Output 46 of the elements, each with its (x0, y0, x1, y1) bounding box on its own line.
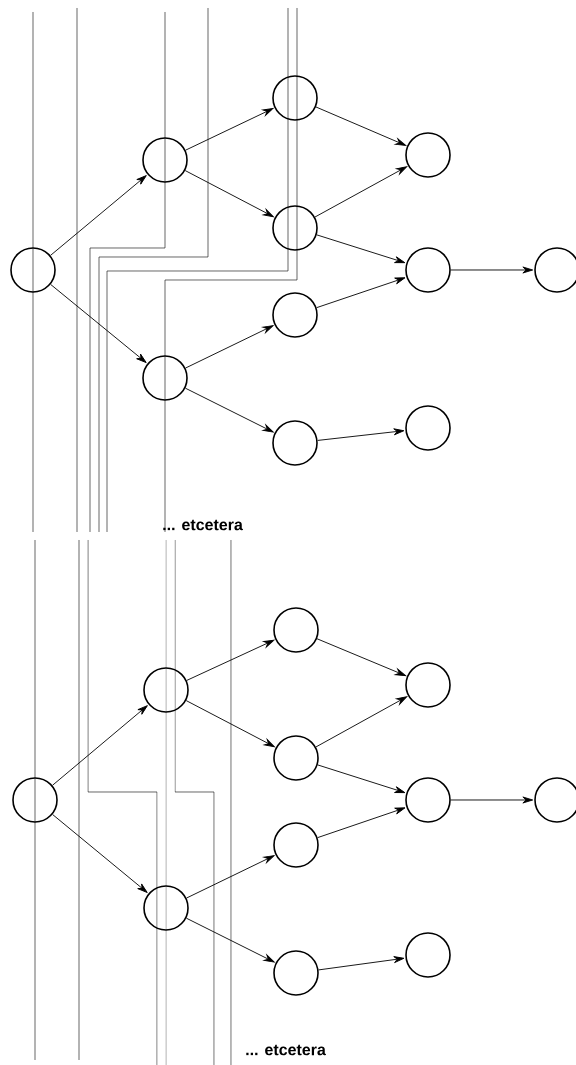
arrow (50, 284, 147, 364)
node-circle (272, 420, 318, 466)
arrow (317, 764, 406, 794)
arrow (50, 175, 147, 256)
node-circle (273, 950, 319, 996)
arrow (186, 855, 275, 899)
arrow (318, 956, 405, 971)
note-text: ... etcetera (246, 1044, 326, 1056)
arrow (185, 700, 275, 748)
node-circle (143, 667, 189, 713)
node-circle (405, 132, 451, 178)
arrow (184, 170, 274, 218)
node-circle (273, 735, 319, 781)
arrow (317, 428, 405, 441)
arrow (315, 696, 408, 748)
arrow (315, 106, 407, 146)
node-circle (272, 205, 318, 251)
arrow (450, 796, 534, 804)
arrow (185, 108, 274, 151)
node-circle (10, 247, 56, 293)
arrow (317, 807, 406, 839)
node-circle (405, 777, 451, 823)
arrow (316, 277, 406, 309)
arrow (316, 234, 406, 264)
node-circle (143, 885, 189, 931)
node-circle (142, 355, 188, 401)
arrow (314, 166, 408, 218)
arrow (184, 387, 274, 433)
node-circle (142, 137, 188, 183)
arrow (186, 639, 275, 681)
arrow (185, 325, 274, 369)
node-circle (405, 405, 451, 451)
node-circle (272, 75, 318, 121)
arrow (52, 705, 148, 786)
node-circle (272, 292, 318, 338)
node-circle (12, 777, 58, 823)
note-text: ... etcetera (163, 519, 243, 531)
arrow (52, 814, 148, 893)
node-circle (273, 822, 319, 868)
arrow (316, 638, 406, 677)
node-circle (405, 932, 451, 978)
arrow (450, 266, 534, 274)
node-circle (405, 247, 451, 293)
node-circle (273, 607, 319, 653)
node-circle (405, 662, 451, 708)
arrow (185, 917, 275, 963)
